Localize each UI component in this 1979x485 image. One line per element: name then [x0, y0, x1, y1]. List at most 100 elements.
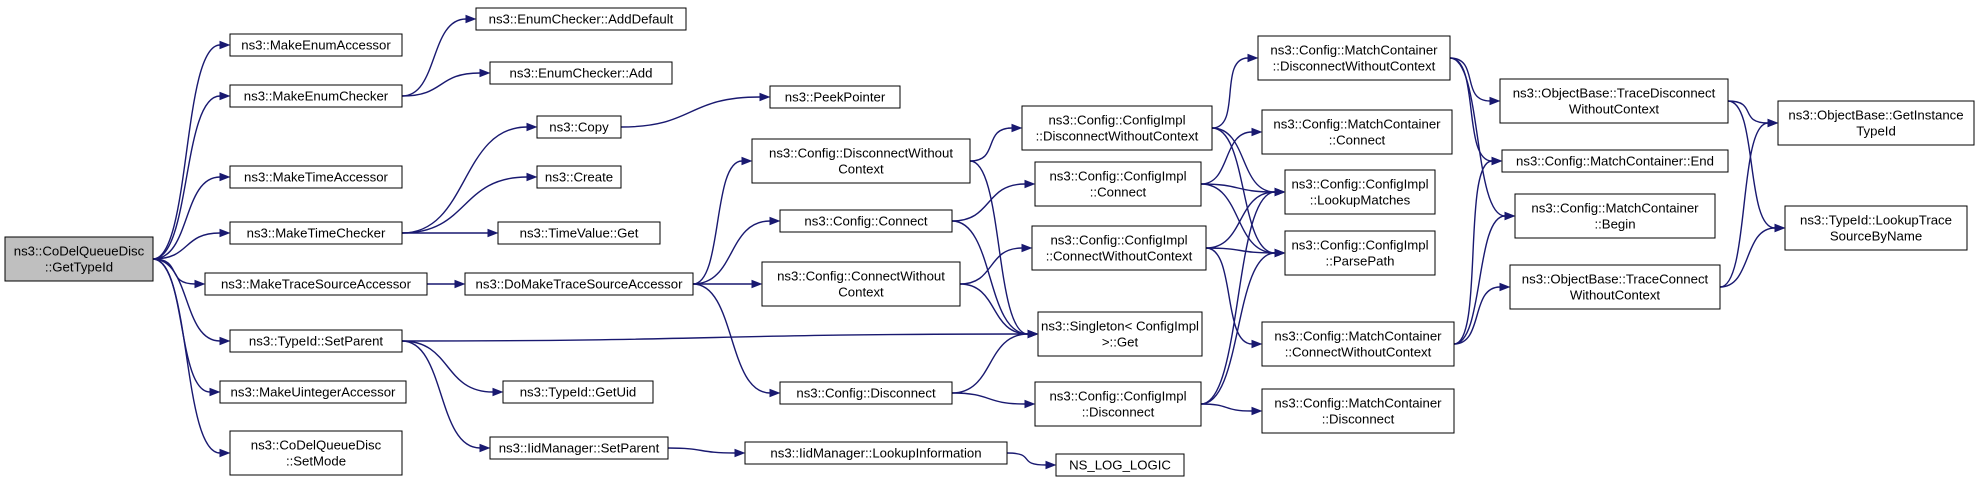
node-root[interactable]: ns3::CoDelQueueDisc::GetTypeId: [4, 236, 154, 282]
edge-line: [1453, 286, 1501, 345]
edge-line: [401, 18, 467, 97]
node-cfg-connect[interactable]: ns3::Config::Connect: [779, 209, 953, 233]
node-label: ::ParsePath: [1326, 254, 1395, 269]
node-ns-log-logic[interactable]: NS_LOG_LOGIC: [1055, 453, 1185, 477]
arrowhead: [194, 279, 206, 289]
edge-mc-connect-without-context-to-mc-end: [1453, 156, 1503, 345]
node-mc-disconnect[interactable]: ns3::Config::MatchContainer::Disconnect: [1261, 388, 1455, 434]
node-make-trace-source-accessor[interactable]: ns3::MakeTraceSourceAccessor: [204, 272, 428, 296]
node-mc-end[interactable]: ns3::Config::MatchContainer::End: [1501, 149, 1729, 173]
arrowhead: [526, 172, 538, 182]
node-box: [229, 33, 403, 57]
node-iid-set-parent[interactable]: ns3::IidManager::SetParent: [489, 436, 669, 460]
arrowhead: [219, 91, 231, 101]
node-impl-disconnect-without-context[interactable]: ns3::Config::ConfigImpl::DisconnectWitho…: [1021, 105, 1213, 151]
node-mc-connect-without-context[interactable]: ns3::Config::MatchContainer::ConnectWith…: [1261, 321, 1455, 367]
node-ob-trace-connect[interactable]: ns3::ObjectBase::TraceConnectWithoutCont…: [1509, 264, 1721, 310]
edge-root-to-set-mode: [152, 258, 231, 458]
node-impl-lookup-matches[interactable]: ns3::Config::ConfigImpl::LookupMatches: [1284, 169, 1436, 215]
node-do-make-trace-source-accessor[interactable]: ns3::DoMakeTraceSourceAccessor: [464, 272, 694, 296]
node-enum-add[interactable]: ns3::EnumChecker::Add: [489, 61, 673, 85]
node-label: ns3::Singleton< ConfigImpl: [1041, 319, 1199, 334]
edge-line: [1211, 127, 1276, 254]
node-impl-connect-without-context[interactable]: ns3::Config::ConfigImpl::ConnectWithoutC…: [1031, 225, 1207, 271]
node-label: >::Get: [1102, 335, 1139, 350]
node-label: ::SetMode: [286, 454, 346, 469]
node-label: ns3::MakeTimeChecker: [247, 226, 386, 241]
node-impl-disconnect[interactable]: ns3::Config::ConfigImpl::Disconnect: [1034, 381, 1202, 427]
edge-line: [152, 258, 221, 342]
node-singleton-get[interactable]: ns3::Singleton< ConfigImpl>::Get: [1037, 311, 1203, 357]
node-box: [1034, 161, 1202, 207]
node-box: [1261, 109, 1453, 155]
node-create[interactable]: ns3::Create: [536, 165, 622, 189]
node-mc-disconnect-without-context[interactable]: ns3::Config::MatchContainer::DisconnectW…: [1257, 35, 1451, 81]
edge-cfg-connect-without-context-to-singleton-get: [959, 283, 1039, 339]
edge-make-enum-checker-to-enum-add-default: [401, 14, 477, 97]
node-box: [464, 272, 694, 296]
edge-line: [1211, 57, 1249, 129]
node-box: [1499, 78, 1729, 124]
node-impl-parse-path[interactable]: ns3::Config::ConfigImpl::ParsePath: [1284, 230, 1436, 276]
arrowhead: [526, 122, 538, 132]
node-iid-lookup-information[interactable]: ns3::IidManager::LookupInformation: [744, 441, 1008, 465]
node-label: ::Disconnect: [1322, 412, 1395, 427]
edge-line: [401, 72, 481, 97]
edge-line: [969, 160, 1029, 335]
node-cfg-disconnect[interactable]: ns3::Config::Disconnect: [779, 381, 953, 405]
node-cfg-connect-without-context[interactable]: ns3::Config::ConnectWithoutContext: [761, 261, 961, 307]
node-cfg-disconnect-without-context[interactable]: ns3::Config::DisconnectWithoutContext: [751, 138, 971, 184]
edge-mc-disconnect-without-context-to-mc-end: [1449, 57, 1503, 166]
arrowhead: [1251, 127, 1263, 137]
arrowhead: [769, 216, 781, 226]
edge-mc-disconnect-without-context-to-ob-trace-disconnect: [1449, 57, 1501, 106]
edge-type-id-set-parent-to-singleton-get: [401, 329, 1039, 342]
arrowhead: [1251, 406, 1263, 416]
arrowhead: [1274, 248, 1286, 258]
node-peek-pointer[interactable]: ns3::PeekPointer: [769, 85, 901, 109]
edge-line: [401, 333, 1029, 342]
node-label: ns3::MakeTraceSourceAccessor: [221, 277, 412, 292]
arrowhead: [1274, 187, 1286, 197]
node-make-enum-checker[interactable]: ns3::MakeEnumChecker: [229, 84, 403, 108]
edge-line: [1205, 247, 1253, 345]
arrowhead: [219, 448, 231, 458]
node-set-mode[interactable]: ns3::CoDelQueueDisc::SetMode: [229, 430, 403, 476]
node-label: ns3::Config::MatchContainer: [1531, 201, 1699, 216]
node-make-uinteger-accessor[interactable]: ns3::MakeUintegerAccessor: [219, 380, 407, 404]
edge-cfg-connect-to-singleton-get: [951, 220, 1039, 339]
node-ob-trace-disconnect[interactable]: ns3::ObjectBase::TraceDisconnectWithoutC…: [1499, 78, 1729, 124]
node-label: ns3::Config::ConfigImpl: [1048, 113, 1185, 128]
node-type-id-set-parent[interactable]: ns3::TypeId::SetParent: [229, 329, 403, 353]
edge-line: [401, 126, 528, 234]
node-make-time-accessor[interactable]: ns3::MakeTimeAccessor: [229, 165, 403, 189]
node-impl-connect[interactable]: ns3::Config::ConfigImpl::Connect: [1034, 161, 1202, 207]
edge-do-make-trace-source-accessor-to-cfg-disconnect-without-context: [692, 156, 753, 285]
edge-impl-disconnect-to-impl-lookup-matches: [1200, 187, 1286, 405]
node-type-id-get-uid[interactable]: ns3::TypeId::GetUid: [502, 380, 654, 404]
node-box: [1034, 381, 1202, 427]
edge-root-to-make-enum-checker: [152, 91, 231, 260]
node-enum-add-default[interactable]: ns3::EnumChecker::AddDefault: [475, 7, 687, 31]
node-label: ::Begin: [1594, 217, 1635, 232]
node-mc-connect[interactable]: ns3::Config::MatchContainer::Connect: [1261, 109, 1453, 155]
node-time-value-get[interactable]: ns3::TimeValue::Get: [497, 221, 661, 245]
edge-line: [1200, 403, 1253, 412]
node-label: ns3::MakeEnumAccessor: [241, 38, 391, 53]
node-label: ::GetTypeId: [45, 260, 113, 275]
node-label: ns3::Config::DisconnectWithout: [769, 146, 953, 161]
edge-ob-trace-connect-to-lookup-trace-source-by-name: [1719, 223, 1786, 288]
node-mc-begin[interactable]: ns3::Config::MatchContainer::Begin: [1514, 193, 1716, 239]
node-copy[interactable]: ns3::Copy: [536, 115, 622, 139]
node-box: [4, 236, 154, 282]
edge-mc-connect-without-context-to-mc-begin: [1453, 211, 1516, 345]
arrowhead: [219, 228, 231, 238]
node-make-time-checker[interactable]: ns3::MakeTimeChecker: [229, 221, 403, 245]
node-make-enum-accessor[interactable]: ns3::MakeEnumAccessor: [229, 33, 403, 57]
arrowhead: [219, 40, 231, 50]
arrowhead: [479, 68, 491, 78]
edge-cfg-disconnect-to-singleton-get: [951, 329, 1039, 394]
